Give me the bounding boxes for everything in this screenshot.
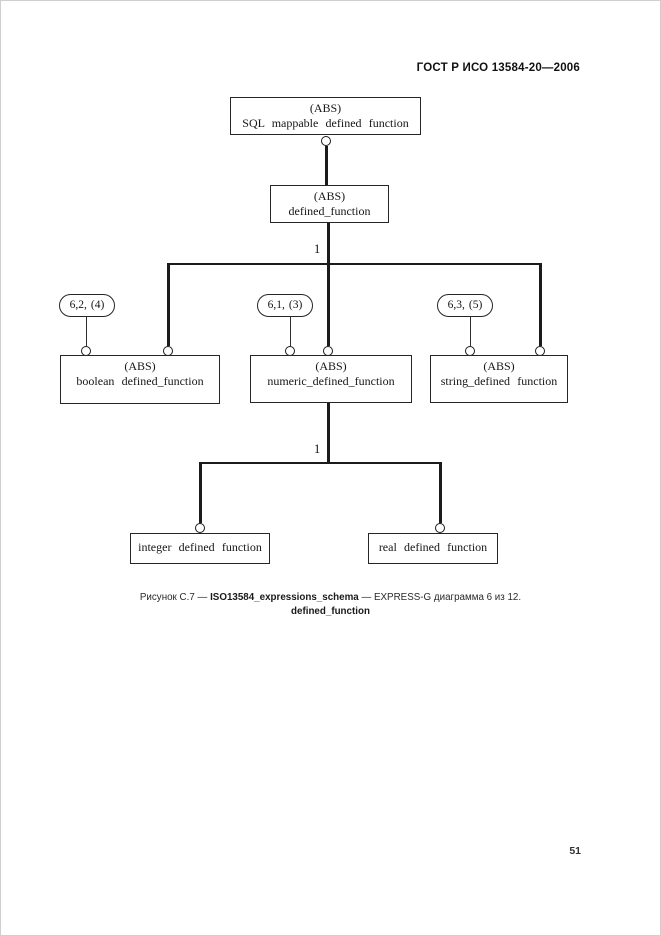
node-abs-label: (ABS) (483, 359, 515, 373)
caption-suffix: — EXPRESS-G диаграмма 6 из 12. (358, 592, 522, 603)
connector-circle (321, 136, 331, 146)
cardinality-label-upper: 1 (314, 242, 321, 256)
node-abs-label: (ABS) (315, 359, 347, 373)
node-title: SQL mappable defined function (242, 116, 409, 130)
node-defined-function: (ABS) defined_function (270, 185, 389, 223)
connector-line (538, 263, 542, 346)
connector-line (324, 146, 328, 185)
page-ref-numeric: 6,1, (3) (257, 294, 313, 317)
reference-line (469, 316, 471, 346)
node-title: boolean defined_function (76, 374, 204, 388)
connector-circle (435, 523, 445, 533)
node-title: integer defined function (138, 540, 262, 554)
page-header: ГОСТ Р ИСО 13584-20—2006 (416, 62, 580, 74)
node-abs-label: (ABS) (309, 101, 342, 115)
reference-line (289, 316, 291, 346)
caption-prefix: Рисунок C.7 — (139, 592, 211, 603)
node-numeric-defined-function: (ABS) numeric_defined_function (250, 355, 412, 403)
figure-caption-line1: Рисунок C.7 — ISO13584_expressions_schem… (0, 591, 661, 605)
node-string-defined-function: (ABS) string_defined function (430, 355, 568, 403)
connector-line (166, 263, 170, 346)
branch-line (199, 462, 441, 465)
connector-line (326, 223, 330, 346)
node-abs-label: (ABS) (124, 359, 156, 373)
figure-caption-line2: defined_function (291, 605, 370, 617)
node-sql-mappable-defined-function: (ABS) SQL mappable defined function (230, 97, 421, 135)
page-number: 51 (569, 845, 581, 857)
connector-line (327, 403, 330, 463)
node-integer-defined-function: integer defined function (130, 533, 270, 564)
connector-line (198, 462, 202, 523)
cardinality-label-lower: 1 (314, 442, 321, 456)
branch-line (167, 263, 541, 266)
connector-circle (195, 523, 205, 533)
node-title: string_defined function (440, 374, 558, 388)
node-title: real defined function (378, 540, 488, 554)
figure-caption: Рисунок C.7 — ISO13584_expressions_schem… (0, 591, 661, 618)
node-abs-label: (ABS) (313, 189, 346, 203)
page-ref-string: 6,3, (5) (437, 294, 493, 317)
caption-schema-name: ISO13584_expressions_schema (210, 592, 359, 603)
connector-line (438, 462, 442, 523)
node-title: numeric_defined_function (267, 374, 395, 388)
reference-line (85, 316, 87, 346)
node-title: defined_function (288, 204, 371, 218)
page-ref-boolean: 6,2, (4) (59, 294, 115, 317)
node-real-defined-function: real defined function (368, 533, 498, 564)
node-boolean-defined-function: (ABS) boolean defined_function (60, 355, 220, 404)
